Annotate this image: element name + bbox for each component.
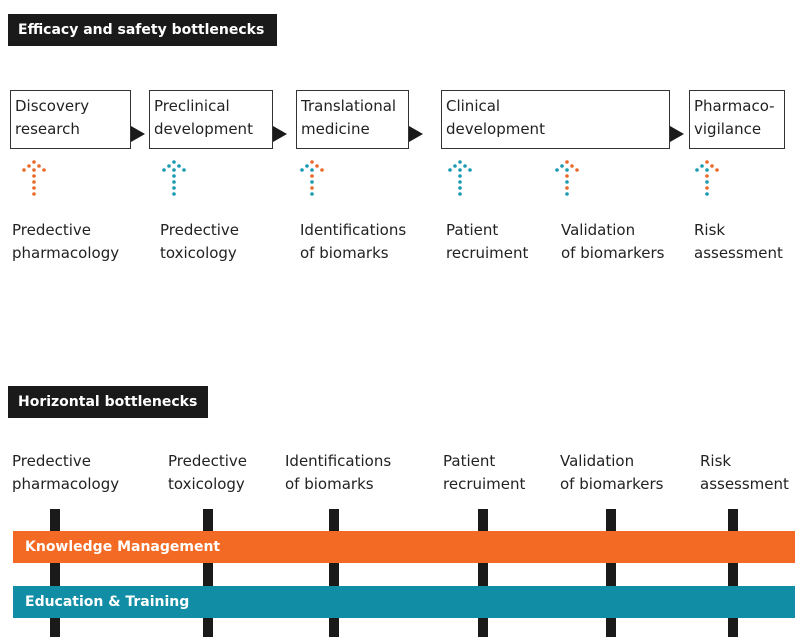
stage-clinical-development: Clinical development [441, 90, 670, 149]
teal-dots-arrow-icon [448, 160, 472, 196]
dot [560, 164, 564, 168]
bottleneck-label: Predective pharmacology [12, 221, 120, 262]
dot [32, 160, 36, 164]
dot [32, 174, 36, 178]
horizontal-label: Validation of biomarkers [560, 452, 664, 493]
dot [570, 164, 574, 168]
mixed-dots-arrow-icon [300, 160, 324, 196]
stage-preclinical-development: Preclinical development [149, 90, 273, 149]
horizontal-label: Patient recruiment [443, 452, 526, 493]
dot [705, 160, 709, 164]
dot [315, 164, 319, 168]
dot [458, 168, 462, 172]
stage-discovery-research: Discovery research [10, 90, 131, 149]
dot [700, 164, 704, 168]
dot [162, 168, 166, 172]
pillar [728, 509, 738, 637]
dot [705, 186, 709, 190]
dot [705, 168, 709, 172]
arrow-icon [273, 126, 287, 142]
bottleneck-label: Risk assessment [694, 221, 783, 262]
dot [468, 168, 472, 172]
dot [300, 168, 304, 172]
horizontal-label: Identifications of biomarks [285, 452, 392, 493]
bottleneck-label: Patient recruiment [446, 221, 529, 262]
dot [167, 164, 171, 168]
dot [458, 192, 462, 196]
stage-pharmacovigilance: Pharmaco- vigilance [689, 90, 785, 149]
dot [565, 174, 569, 178]
dot [42, 168, 46, 172]
dot [172, 192, 176, 196]
dot [565, 160, 569, 164]
dot [22, 168, 26, 172]
dot [32, 192, 36, 196]
dot [32, 168, 36, 172]
dot [705, 180, 709, 184]
dot [172, 180, 176, 184]
dot [32, 180, 36, 184]
orange-dots-arrow-icon [22, 160, 46, 196]
dot [172, 186, 176, 190]
dot [32, 186, 36, 190]
efficacy-section-title: Efficacy and safety bottlenecks [8, 14, 277, 46]
knowledge-management-band: Knowledge Management [13, 531, 795, 563]
arrow-icon [131, 126, 145, 142]
pillar [203, 509, 213, 637]
dot [310, 180, 314, 184]
dot [172, 168, 176, 172]
bottleneck-label: Validation of biomarkers [561, 221, 665, 262]
dot [705, 174, 709, 178]
arrow-icon [670, 126, 684, 142]
dot [565, 168, 569, 172]
dot [710, 164, 714, 168]
dot [555, 168, 559, 172]
horizontal-label: Predective pharmacology [12, 452, 120, 493]
dot [172, 174, 176, 178]
dot [310, 192, 314, 196]
horizontal-label: Risk assessment [700, 452, 789, 493]
dot [458, 186, 462, 190]
dot [458, 180, 462, 184]
pillar [329, 509, 339, 637]
dot [320, 168, 324, 172]
dot [705, 192, 709, 196]
dot [448, 168, 452, 172]
mixed-dots-arrow-icon [555, 160, 579, 196]
dot [310, 168, 314, 172]
mixed-dots-arrow-icon [695, 160, 719, 196]
dot [182, 168, 186, 172]
dot [310, 186, 314, 190]
dot [310, 174, 314, 178]
arrow-icon [409, 126, 423, 142]
bottleneck-label: Predective toxicology [160, 221, 239, 262]
teal-dots-arrow-icon [162, 160, 186, 196]
bottleneck-label: Identifications of biomarks [300, 221, 407, 262]
horizontal-label: Predective toxicology [168, 452, 247, 493]
dot [575, 168, 579, 172]
education-training-band: Education & Training [13, 586, 795, 618]
stage-translational-medicine: Translational medicine [296, 90, 409, 149]
dot [37, 164, 41, 168]
dot [177, 164, 181, 168]
dot [27, 164, 31, 168]
pillar [478, 509, 488, 637]
dot [565, 186, 569, 190]
horizontal-section-title: Horizontal bottlenecks [8, 386, 208, 418]
dot [715, 168, 719, 172]
dot [310, 160, 314, 164]
pillar [606, 509, 616, 637]
pillar [50, 509, 60, 637]
dot [453, 164, 457, 168]
dot [695, 168, 699, 172]
dot [458, 160, 462, 164]
dot [463, 164, 467, 168]
dot [458, 174, 462, 178]
dot [172, 160, 176, 164]
dot [565, 192, 569, 196]
dot [305, 164, 309, 168]
dot [565, 180, 569, 184]
